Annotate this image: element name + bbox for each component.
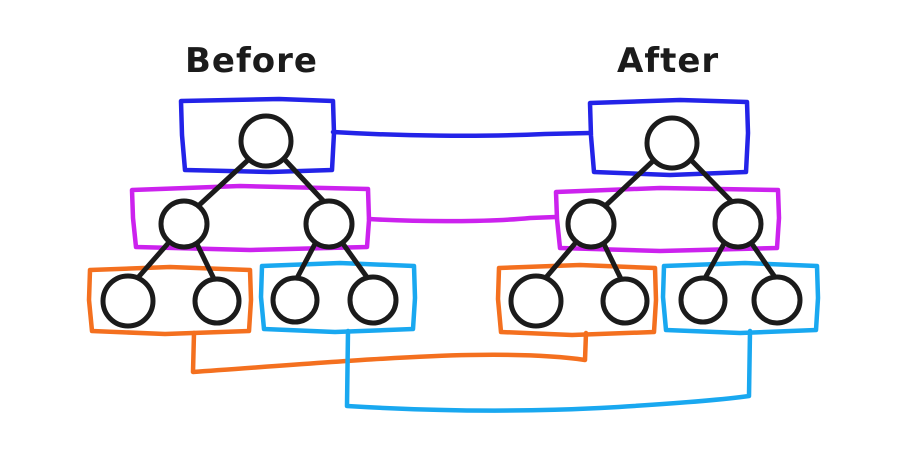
group-box-leaf-right-before: [258, 260, 418, 335]
group-box-leaf-left-after: [495, 262, 659, 338]
link-leaf-right-cyan: [344, 328, 753, 413]
group-box-root-before: [178, 96, 337, 175]
edge-root-to-mid-left-before: [193, 158, 250, 211]
edge-mid-left-to-leaf1-before: [132, 237, 174, 284]
node-leaf-2-before: [192, 276, 242, 326]
link-root-blue: [330, 129, 593, 138]
node-leaf-1-after: [508, 273, 564, 329]
node-leaf-4-before: [347, 274, 399, 326]
edge-mid-left-to-leaf1-after: [540, 237, 581, 284]
node-mid-right-after: [712, 198, 764, 250]
edge-mid-right-to-leaf4-after: [747, 238, 780, 283]
edge-mid-left-to-leaf2-before: [193, 239, 218, 284]
link-leaf-left-orange: [190, 330, 589, 375]
group-box-leaf-left-before: [86, 264, 254, 337]
group-box-leaf-right-after: [660, 260, 821, 336]
edge-mid-left-to-leaf2-after: [600, 239, 625, 284]
link-mid-magenta: [366, 214, 559, 224]
group-box-mid-before: [129, 183, 372, 253]
node-leaf-1-before: [100, 273, 156, 329]
after-tree-group: [495, 97, 821, 338]
node-leaf-2-after: [600, 276, 650, 326]
node-root-after: [644, 115, 700, 171]
before-tree-group: [86, 96, 418, 337]
after-label: After: [617, 41, 719, 81]
node-mid-left-before: [158, 198, 210, 250]
node-root-before: [238, 113, 294, 169]
edge-mid-right-to-leaf3-before: [293, 237, 320, 283]
group-box-mid-after: [553, 185, 782, 254]
edge-root-to-mid-left-after: [600, 158, 656, 211]
node-mid-right-before: [303, 198, 355, 250]
node-leaf-4-after: [751, 274, 803, 326]
group-box-root-after: [587, 97, 751, 178]
node-leaf-3-before: [270, 275, 320, 325]
before-label: Before: [185, 41, 318, 81]
node-leaf-3-after: [678, 275, 728, 325]
edge-mid-right-to-leaf4-before: [338, 238, 372, 283]
node-mid-left-after: [565, 198, 617, 250]
edge-mid-right-to-leaf3-after: [701, 237, 729, 283]
